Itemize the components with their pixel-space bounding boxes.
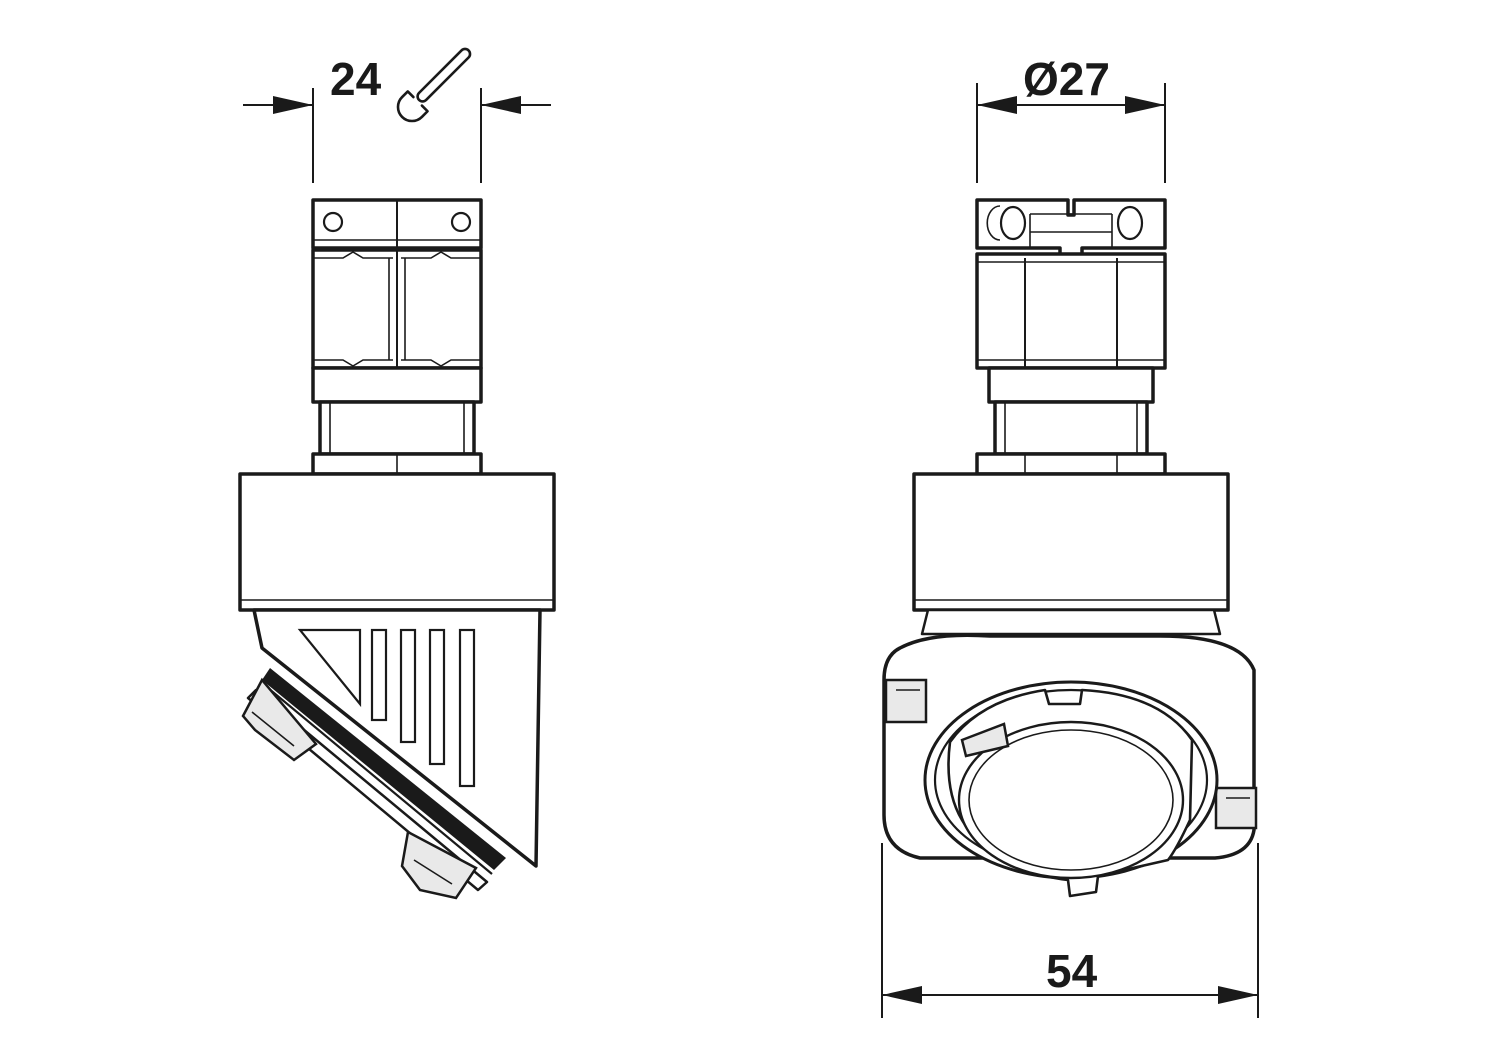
width-label: 54 <box>1046 945 1098 997</box>
cooling-ribs <box>297 628 476 788</box>
front-view: Ø27 <box>882 53 1258 898</box>
side-view: 24 <box>238 47 556 900</box>
diameter-label: Ø27 <box>1023 53 1110 105</box>
wrench-icon <box>396 47 472 123</box>
wrench-size-label: 24 <box>330 53 382 105</box>
dimension-diameter: Ø27 <box>976 53 1166 183</box>
dimension-width: 54 <box>881 843 1259 1018</box>
dimension-wrench-size: 24 <box>243 53 551 183</box>
